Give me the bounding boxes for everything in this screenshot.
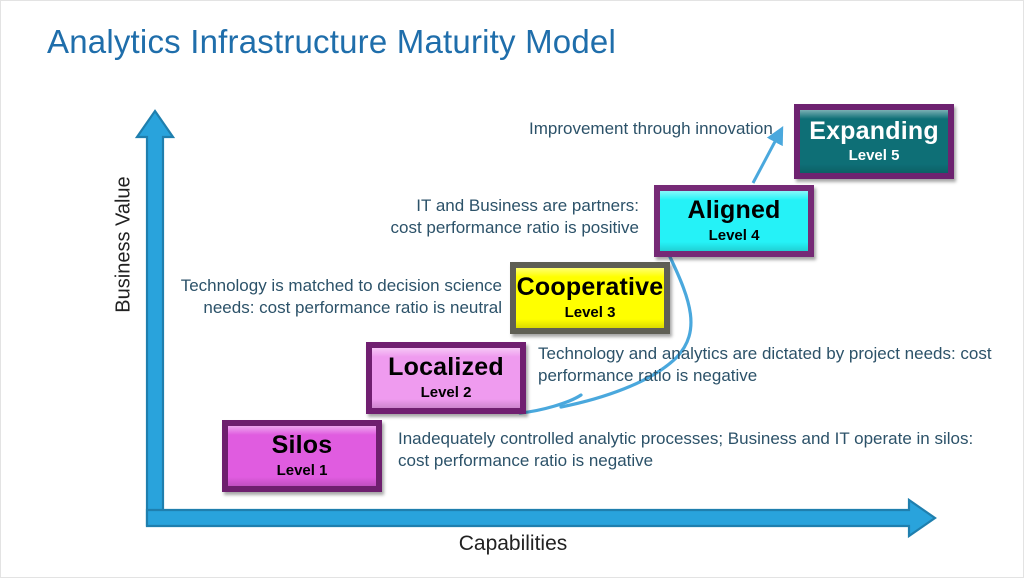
x-axis-label: Capabilities: [458, 532, 568, 555]
annotation-level3: Technology is matched to decision scienc…: [180, 276, 502, 318]
level-box-title: Cooperative: [516, 273, 664, 302]
level-box-title: Silos: [271, 431, 333, 460]
level-box-title: Expanding: [809, 116, 939, 145]
annotation-level4: IT and Business are partners: cost perfo…: [390, 196, 640, 238]
level-box-level: Level 5: [848, 147, 900, 165]
level-box-level: Level 2: [420, 383, 472, 401]
page-title: Analytics Infrastructure Maturity Model: [47, 23, 616, 60]
connector-arrow-innovation: [751, 126, 784, 184]
x-axis-arrow: [145, 497, 937, 539]
level-box-title: Aligned: [687, 196, 781, 225]
annotation-level5: Improvement through innovation: [529, 119, 773, 138]
annotation-level2: Technology and analytics are dictated by…: [538, 344, 992, 386]
connector-curve-level1: [518, 393, 583, 415]
y-axis-label: Business Value: [112, 176, 135, 313]
level-box-level: Level 1: [276, 461, 328, 479]
level-box-level: Level 3: [564, 303, 616, 321]
level-box-level: Level 4: [708, 226, 760, 244]
y-axis-arrow: [134, 109, 176, 527]
level-box-title: Localized: [388, 353, 504, 382]
annotation-level1: Inadequately controlled analytic process…: [398, 429, 974, 471]
